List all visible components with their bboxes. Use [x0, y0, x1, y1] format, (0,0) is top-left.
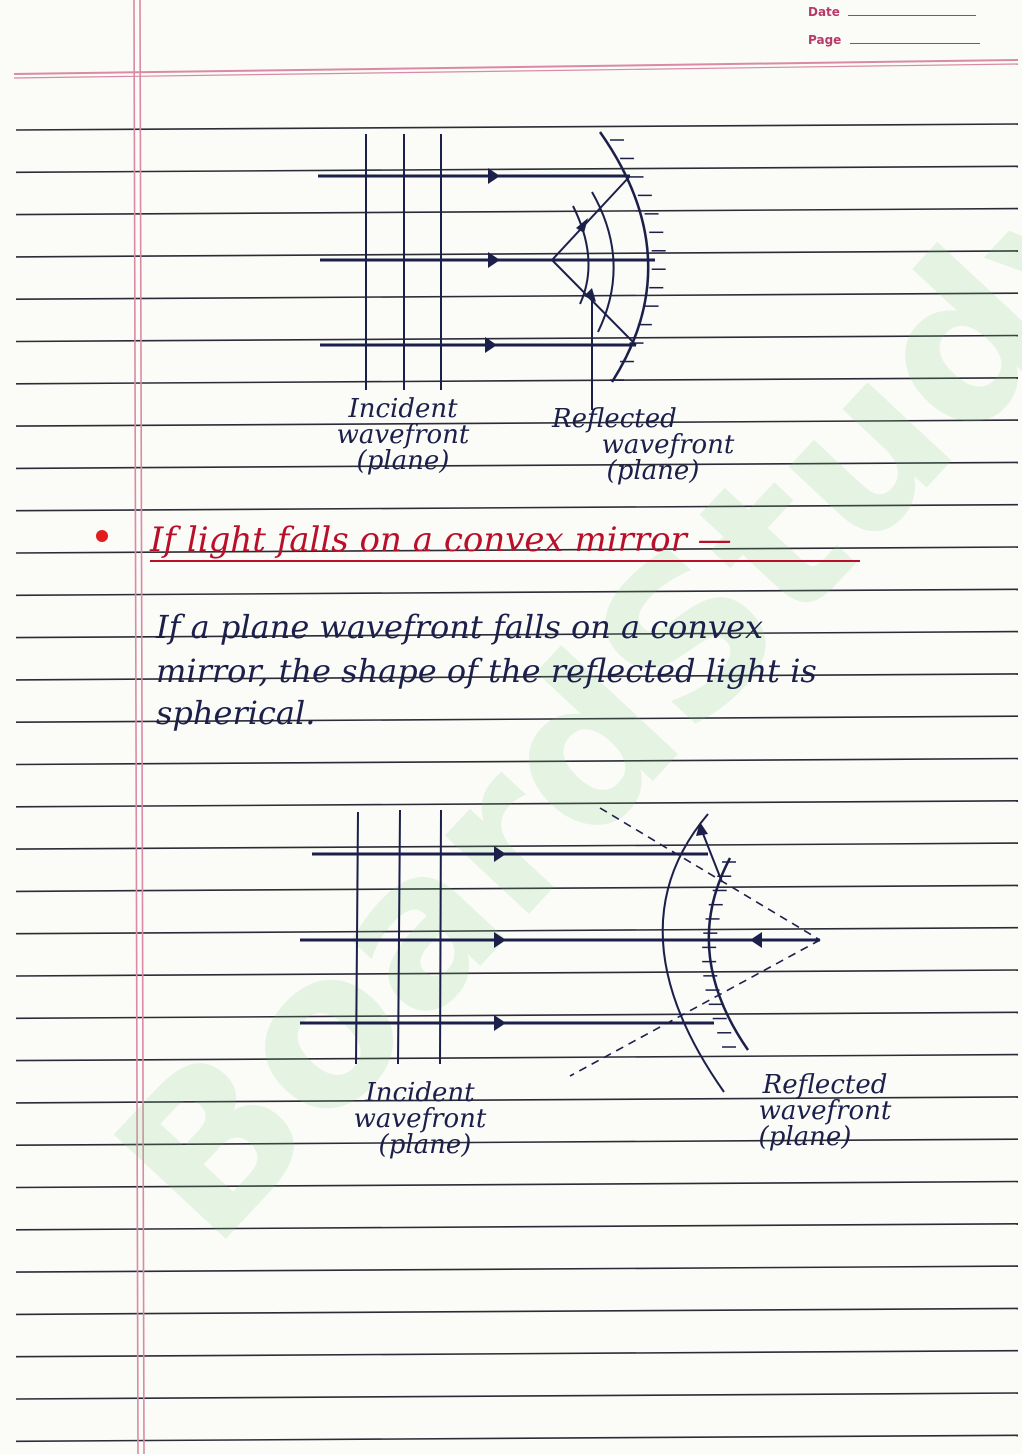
arrowhead: [485, 337, 497, 353]
virtual-ray-lower: [569, 939, 821, 1077]
arrowhead: [488, 168, 500, 184]
rule-line: [15, 292, 1019, 300]
bottom-incident-line-2: wavefront: [353, 1104, 487, 1134]
bottom-reflected-line-3: (plane): [758, 1122, 852, 1152]
rule-line: [15, 969, 1019, 977]
arrowhead: [488, 252, 500, 268]
mirror-hatch: [610, 139, 666, 381]
virtual-ray-upper: [599, 807, 821, 941]
top-incident-line-2: wavefront: [336, 420, 470, 450]
top-reflected-line-3: (plane): [606, 456, 700, 486]
rule-line: [15, 1434, 1019, 1443]
rule-line: [15, 250, 1019, 258]
rule-line: [15, 715, 1019, 723]
page-label: Page: [808, 33, 842, 47]
date-label: Date: [808, 5, 840, 19]
arrowhead: [584, 288, 596, 302]
date-blank: [848, 15, 977, 16]
arrowhead: [494, 932, 506, 948]
body-line-1: If a plane wavefront falls on a convex: [156, 608, 764, 646]
mirror-hatch: [702, 861, 736, 1048]
arrowhead: [576, 218, 588, 233]
bottom-incident-label: Incident wavefront (plane): [330, 1080, 510, 1158]
bottom-reflected-line-1: Reflected: [762, 1070, 888, 1100]
reflected-wavefront-arc: [661, 813, 725, 1093]
incident-wavefront-line-3: [439, 809, 442, 1065]
rule-line: [15, 503, 1019, 512]
rule-line: [15, 884, 1019, 893]
bottom-incident-line-3: (plane): [378, 1130, 472, 1160]
rule-line: [15, 757, 1019, 766]
rule-line: [15, 165, 1019, 174]
top-reflected-line-1: Reflected: [552, 404, 677, 434]
rule-line: [15, 1180, 1019, 1189]
arrowhead: [494, 1015, 506, 1031]
rule-line: [15, 1011, 1019, 1020]
arrowhead: [750, 932, 762, 948]
rule-line: [15, 546, 1019, 554]
reflected-pointer: [699, 825, 723, 883]
section-heading: If light falls on a convex mirror —: [150, 520, 732, 560]
top-incident-line-3: (plane): [356, 446, 450, 476]
top-reflected-line-2: wavefront: [601, 430, 735, 460]
bullet-dot: [96, 530, 108, 542]
body-line-2: mirror, the shape of the reflected light…: [156, 652, 817, 690]
rule-line: [15, 1223, 1019, 1231]
rule-line: [15, 1138, 1019, 1146]
rule-line: [15, 1349, 1019, 1358]
heading-underline: [150, 560, 860, 562]
arrowhead: [494, 846, 506, 862]
concave-mirror: [598, 131, 650, 383]
arrowhead: [696, 822, 708, 836]
rule-line: [15, 377, 1019, 385]
rule-line: [15, 461, 1019, 470]
reflected-wavefront-arc-inner: [572, 205, 590, 305]
rule-line: [15, 926, 1019, 935]
convex-mirror: [707, 857, 750, 1051]
rule-line: [15, 588, 1019, 597]
rule-line: [15, 123, 1019, 131]
reflected-ray-upper: [551, 175, 631, 261]
date-field: Date: [808, 5, 977, 19]
rule-line: [15, 842, 1019, 850]
rule-line: [15, 673, 1019, 681]
rule-line: [15, 630, 1019, 639]
rule-line: [15, 1096, 1019, 1104]
top-incident-line-1: Incident: [348, 394, 458, 424]
rule-line: [15, 334, 1019, 343]
rule-line: [15, 1307, 1019, 1316]
bottom-reflected-label: Reflected wavefront (plane): [730, 1072, 920, 1150]
bottom-incident-line-1: Incident: [365, 1078, 475, 1108]
rule-line: [15, 207, 1019, 216]
rule-line: [15, 1265, 1019, 1273]
rule-line: [15, 1392, 1019, 1400]
rule-line: [15, 419, 1019, 427]
incident-wavefront-line-1: [355, 811, 359, 1065]
reflected-ray-lower: [551, 259, 637, 346]
body-line-3: spherical.: [156, 694, 316, 732]
rule-line: [15, 800, 1019, 808]
page-blank: [849, 43, 980, 44]
rule-line: [15, 1053, 1019, 1062]
top-incident-label: Incident wavefront (plane): [318, 396, 488, 474]
incident-wavefront-line-2: [397, 809, 401, 1065]
bottom-reflected-line-2: wavefront: [758, 1096, 892, 1126]
page-field: Page: [808, 33, 980, 47]
top-reflected-label: Reflected wavefront (plane): [548, 406, 748, 484]
